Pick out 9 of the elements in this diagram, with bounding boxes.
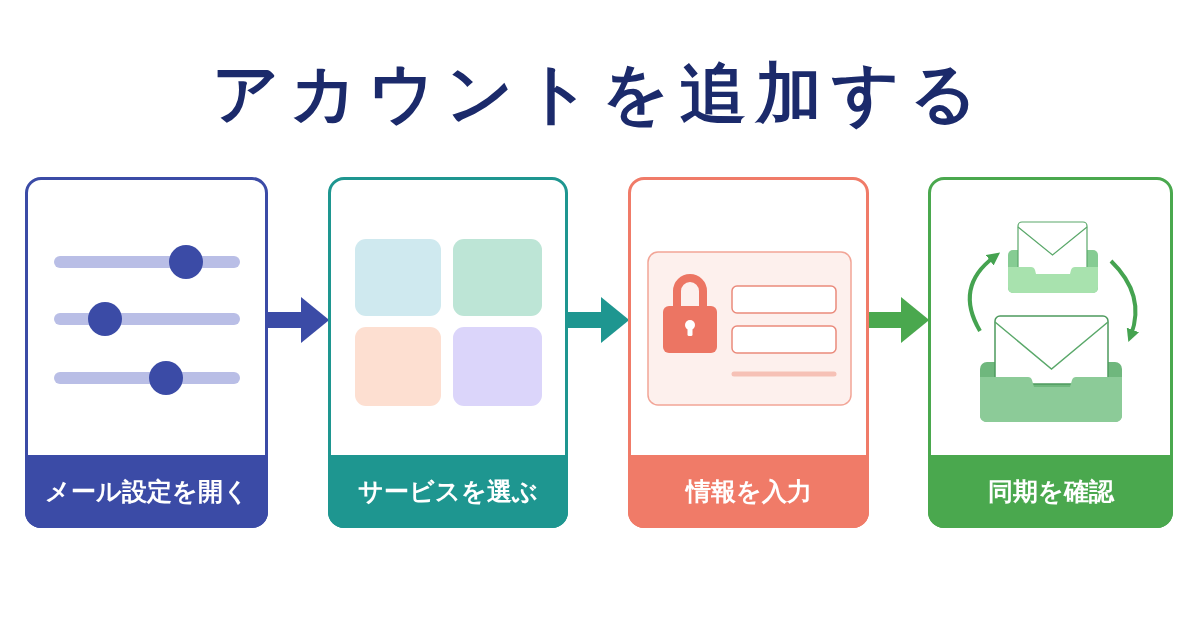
step-label: 情報を入力	[628, 455, 869, 528]
step-card	[928, 177, 1173, 528]
title: アカウントを追加する	[212, 58, 988, 131]
step-card	[25, 177, 268, 528]
step-card	[628, 177, 869, 528]
step-label: サービスを選ぶ	[328, 455, 568, 528]
step-label: メール設定を開く	[25, 455, 268, 528]
step-card	[328, 177, 568, 528]
step-label: 同期を確認	[928, 455, 1173, 528]
